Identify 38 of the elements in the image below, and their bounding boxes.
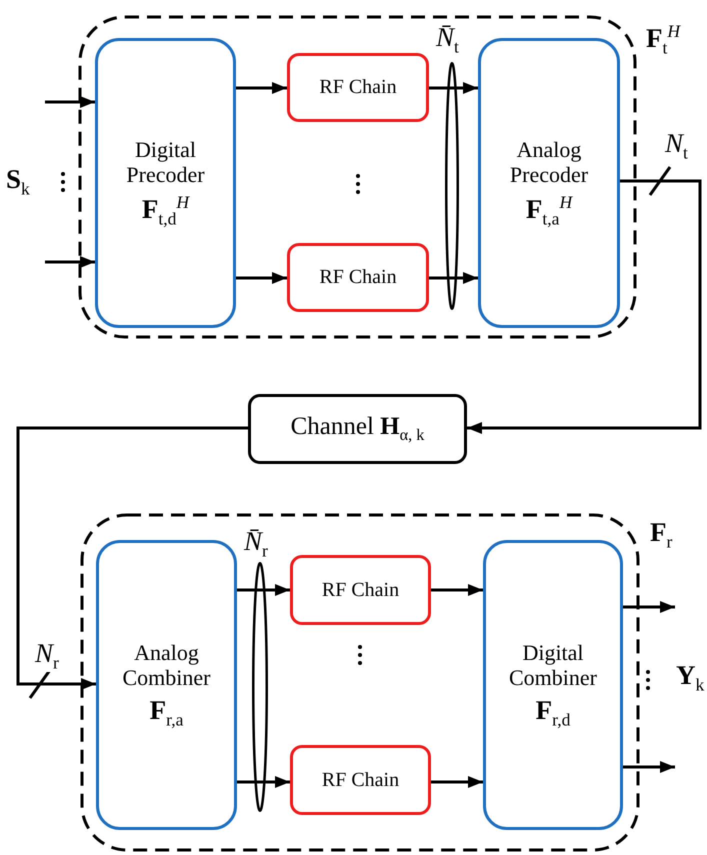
arrow	[623, 761, 675, 773]
arrow	[237, 584, 290, 596]
precoder-box	[95, 38, 236, 328]
precoder-box	[478, 38, 620, 328]
box-label: RF Chain	[319, 76, 397, 99]
arrow	[467, 180, 702, 434]
arrow	[16, 426, 248, 690]
box-label: RF Chain	[322, 768, 400, 792]
rf-chain-box	[287, 243, 429, 312]
bundle-size-label: N̄$_{r}$	[244, 528, 268, 560]
math-label: Y$_{k}$	[676, 662, 704, 694]
arrow	[431, 584, 483, 596]
box-label: Digital Precoder	[125, 137, 206, 188]
combiner-box	[483, 540, 623, 830]
arrow	[429, 272, 478, 284]
bundle-size-label: N̄$_{t}$	[436, 24, 459, 56]
arrow	[236, 82, 287, 94]
group-label: F$_{r}$	[650, 519, 672, 551]
box-label: Digital Combiner	[508, 640, 598, 691]
box-label: Analog Combiner	[122, 640, 212, 691]
rf-chain-box	[287, 53, 429, 122]
arrow	[236, 272, 287, 284]
arrow	[429, 82, 478, 94]
box-label: RF Chain	[322, 578, 400, 602]
arrow	[431, 776, 483, 788]
box-label: Channel H$_{α, k}$	[290, 413, 424, 445]
combiner-box	[96, 540, 237, 830]
rf-chain-box	[290, 745, 431, 815]
arrow	[623, 601, 675, 613]
matrix-symbol: F$_{r,a}$	[150, 694, 184, 730]
arrow	[45, 256, 95, 268]
arrow	[45, 96, 95, 108]
box-label: RF Chain	[319, 266, 397, 289]
matrix-symbol: F$_{r,d}$	[536, 694, 570, 730]
box-label: Analog Precoder	[508, 137, 590, 188]
math-label: S$_{k}$	[6, 166, 30, 198]
rf-chain-box	[290, 555, 431, 625]
channel-box	[248, 394, 467, 464]
